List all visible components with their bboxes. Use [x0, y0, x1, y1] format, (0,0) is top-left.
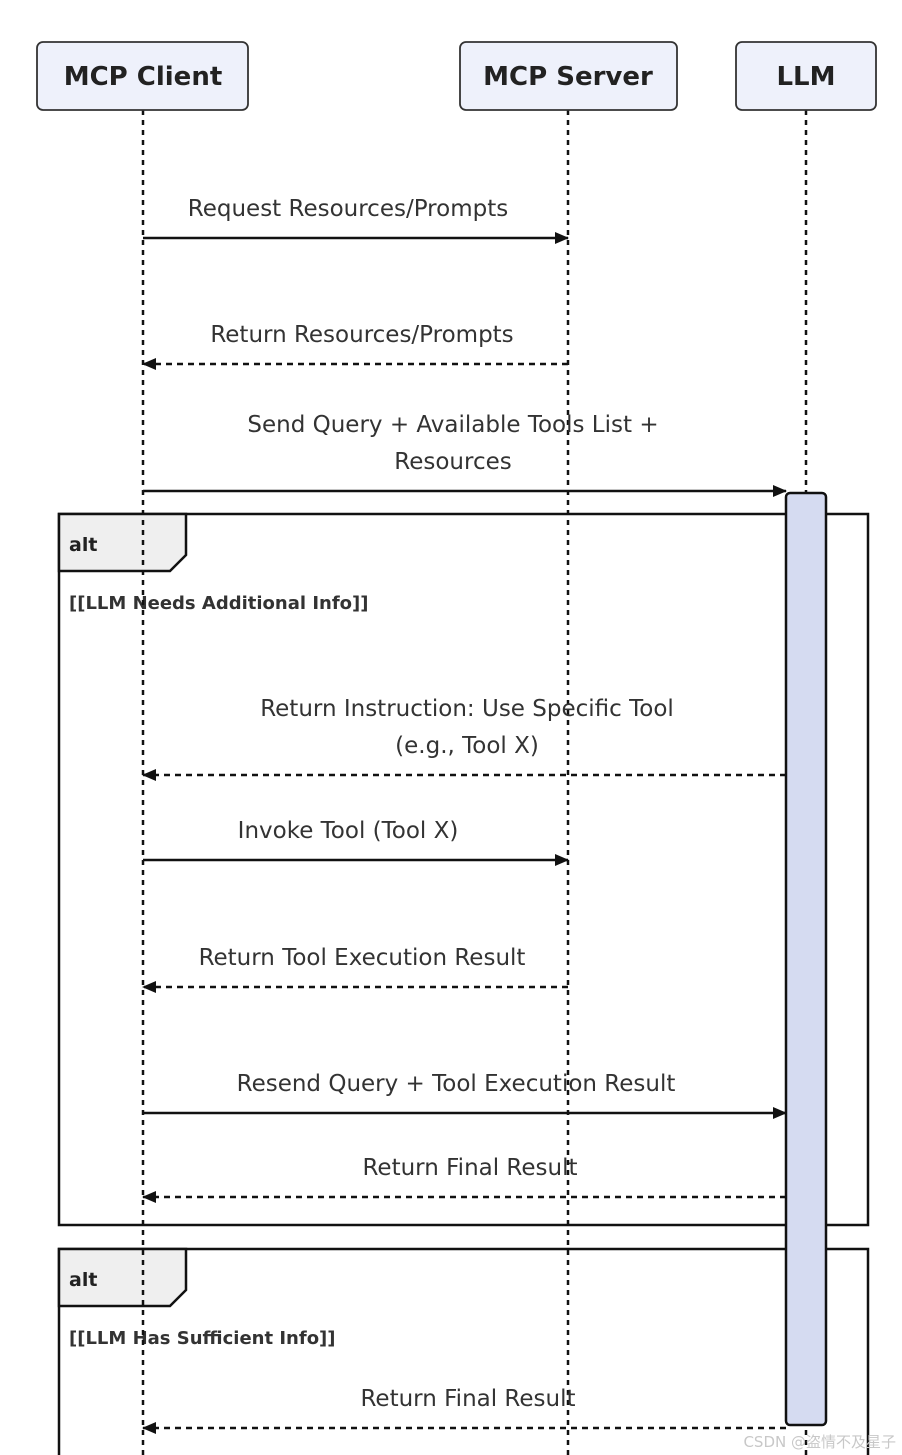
alt-frame-tag: alt — [69, 534, 97, 556]
message-label: Resources — [394, 449, 511, 475]
message: Request Resources/Prompts — [143, 196, 569, 244]
message-label: Invoke Tool (Tool X) — [238, 818, 459, 844]
client-participant-label: MCP Client — [64, 62, 223, 92]
client-participant-box — [36, 41, 249, 111]
alt-frame-tag: alt — [69, 1269, 97, 1291]
client-participant: MCP Client — [36, 41, 249, 111]
llm-participant-label: LLM — [776, 62, 835, 92]
message: Return Instruction: Use Specific Tool (e.… — [142, 696, 786, 781]
alt-frame-border — [57, 512, 870, 1227]
alt-frame-border — [57, 1247, 870, 1455]
watermark: CSDN @盗情不及星子 — [743, 1433, 896, 1451]
message: Invoke Tool (Tool X) — [143, 818, 569, 866]
message-label: Return Resources/Prompts — [210, 322, 513, 348]
alt-frame-condition: [[LLM Has Sufficient Info]] — [69, 1328, 336, 1349]
message: Resend Query + Tool Execution Result — [143, 1071, 787, 1119]
server-participant: MCP Server — [459, 41, 678, 111]
message-label: Request Resources/Prompts — [188, 196, 508, 222]
llm-activation-bar — [784, 491, 828, 1427]
message-label: Return Final Result — [362, 1155, 577, 1181]
alt-frame-tag-box — [57, 512, 188, 573]
message: Return Final Result — [142, 1386, 786, 1434]
message-label: (e.g., Tool X) — [395, 733, 539, 759]
server-participant-box — [459, 41, 678, 111]
message-label: Send Query + Available Tools List + — [247, 412, 658, 438]
server-participant-label: MCP Server — [483, 62, 653, 92]
alt-frame-condition: [[LLM Needs Additional Info]] — [69, 593, 369, 614]
message: Return Resources/Prompts — [142, 322, 568, 370]
alt-frame-tag-box — [57, 1247, 188, 1308]
message: Send Query + Available Tools List + Resou… — [143, 412, 787, 497]
message: Return Tool Execution Result — [142, 945, 568, 993]
message-label: Resend Query + Tool Execution Result — [237, 1071, 676, 1097]
message-label: Return Final Result — [360, 1386, 575, 1412]
message: Return Final Result — [142, 1155, 786, 1203]
message-label: Return Instruction: Use Specific Tool — [260, 696, 674, 722]
llm-participant-box — [735, 41, 877, 111]
alt-frame: alt [[LLM Needs Additional Info]] — [57, 512, 870, 1227]
llm-participant: LLM — [735, 41, 877, 111]
message-label: Return Tool Execution Result — [199, 945, 526, 971]
alt-frame: alt [[LLM Has Sufficient Info]] — [57, 1247, 870, 1455]
